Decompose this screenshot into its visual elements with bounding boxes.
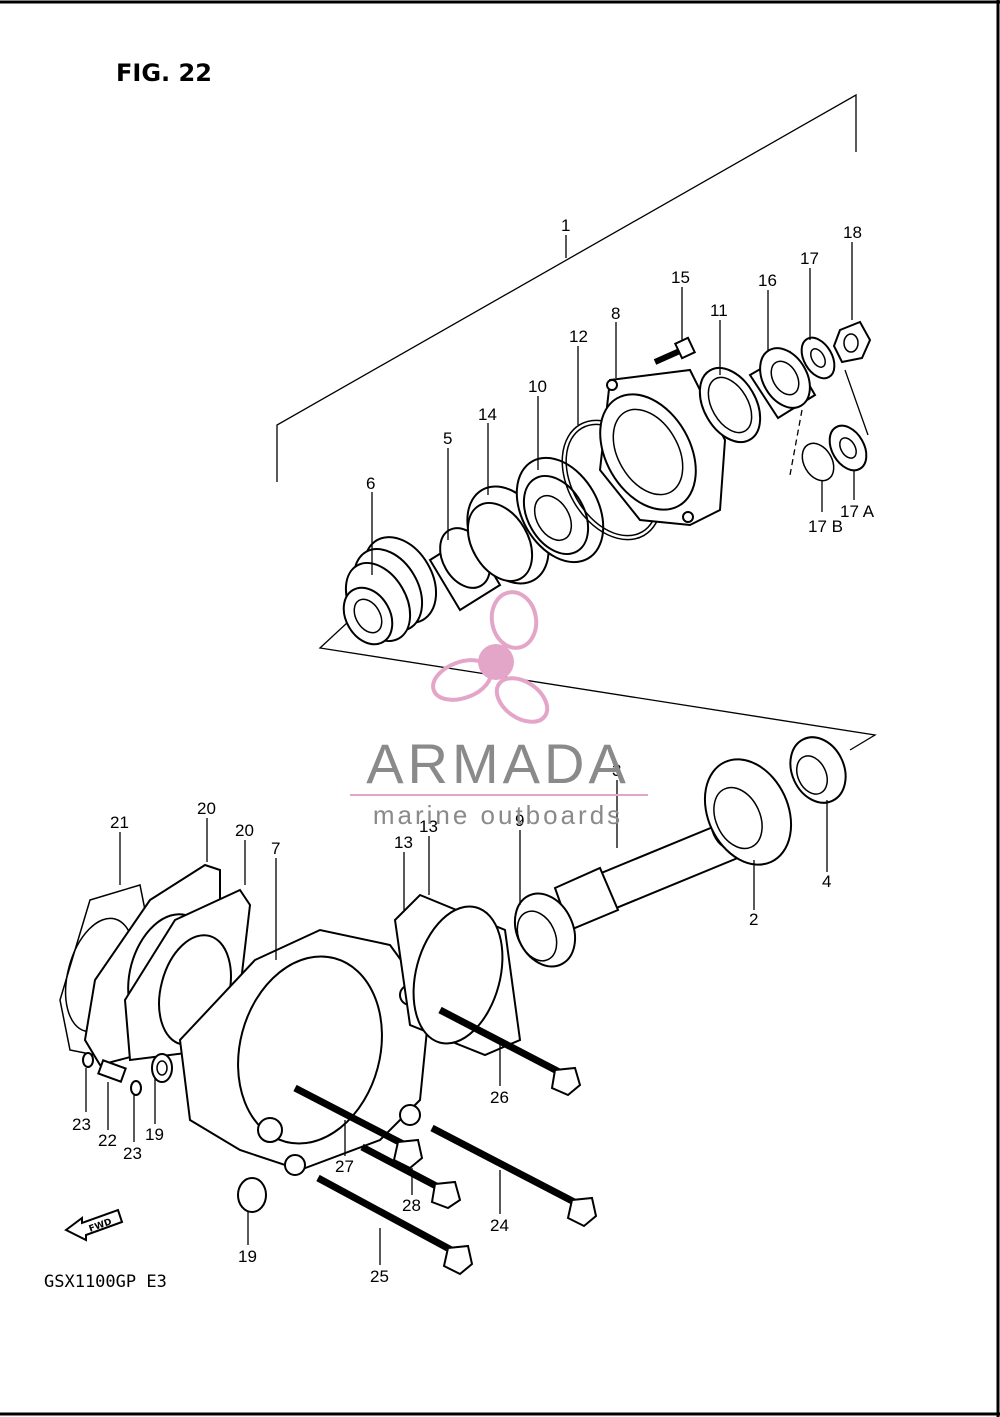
callout-17: 17: [800, 249, 819, 268]
part-10-ball-bearing: [515, 456, 605, 564]
part-24-bolt: [430, 1124, 598, 1228]
callout-3: 3: [612, 761, 621, 780]
callout-25: 25: [370, 1267, 389, 1286]
assembly-bracket: [276, 93, 857, 482]
callout-19a: 19: [145, 1125, 164, 1144]
part-8-housing: [598, 368, 727, 527]
figure-title: FIG. 22: [116, 59, 212, 87]
part-16-bushing: [748, 347, 817, 420]
callout-15: 15: [671, 268, 690, 287]
part-19-washer-lower: [237, 1177, 267, 1213]
callout-26: 26: [490, 1088, 509, 1107]
propeller-logo-icon: [431, 590, 550, 724]
callout-19b: 19: [238, 1247, 257, 1266]
callout-11: 11: [710, 301, 728, 320]
callout-17a: 17 A: [840, 502, 875, 521]
part-13-gasket: [393, 893, 522, 1057]
part-4-bushing: [789, 736, 847, 804]
callout-13b: 13: [419, 817, 438, 836]
part-25-bolt: [316, 1174, 474, 1276]
part-17-washer: [800, 336, 836, 380]
callout-10: 10: [528, 377, 547, 396]
leader-lines: [85, 242, 855, 1265]
part-15-bolt: [653, 336, 697, 365]
callout-13a: 13: [394, 833, 413, 852]
callout-4: 4: [822, 872, 831, 891]
part-17a-17b-alternates: [789, 369, 869, 482]
callout-9: 9: [515, 811, 524, 830]
shaft-guide-lines: [318, 621, 877, 751]
watermark-tagline: marine outboards: [373, 800, 623, 830]
callout-6: 6: [366, 474, 375, 493]
part-18-nut: [832, 320, 872, 364]
model-code: GSX1100GP E3: [44, 1272, 167, 1292]
callout-28: 28: [402, 1196, 421, 1215]
callout-22: 22: [98, 1131, 117, 1150]
callout-20a: 20: [197, 799, 216, 818]
part-23-washers: [82, 1052, 142, 1096]
callout-20b: 20: [235, 821, 254, 840]
armada-watermark: ARMADA marine outboards: [350, 590, 648, 830]
callout-7: 7: [271, 839, 280, 858]
callout-12: 12: [569, 327, 588, 346]
part-27-bolt: [293, 1084, 424, 1170]
callouts: 1 6 5 14 10 12 8 15 11 16 17 18 17 A 17 …: [72, 216, 875, 1286]
callout-14: 14: [478, 405, 497, 424]
callout-27: 27: [335, 1157, 354, 1176]
part-26-bolt: [438, 1006, 582, 1097]
part-19-washer-upper: [151, 1053, 173, 1083]
watermark-brand: ARMADA: [366, 732, 630, 795]
callout-8: 8: [611, 304, 620, 323]
callout-23b: 23: [123, 1144, 142, 1163]
callout-1: 1: [561, 216, 570, 235]
callout-5: 5: [443, 429, 452, 448]
callout-2: 2: [749, 910, 758, 929]
part-28-bolt: [360, 1143, 462, 1210]
fwd-arrow-icon: FWD: [64, 1208, 124, 1242]
callout-21: 21: [110, 813, 129, 832]
part-11-seal: [698, 367, 762, 443]
part-9-bearing: [513, 892, 577, 968]
part-22-dowel: [97, 1059, 127, 1083]
callout-18: 18: [843, 223, 862, 242]
part-7-gear-case: [178, 928, 432, 1176]
callout-16: 16: [758, 271, 777, 290]
callout-23a: 23: [72, 1115, 91, 1134]
part-6-coupler: [342, 536, 438, 646]
callout-17b: 17 B: [808, 517, 843, 536]
callout-24: 24: [490, 1216, 509, 1235]
part-2-bevel-gear: [703, 758, 793, 866]
